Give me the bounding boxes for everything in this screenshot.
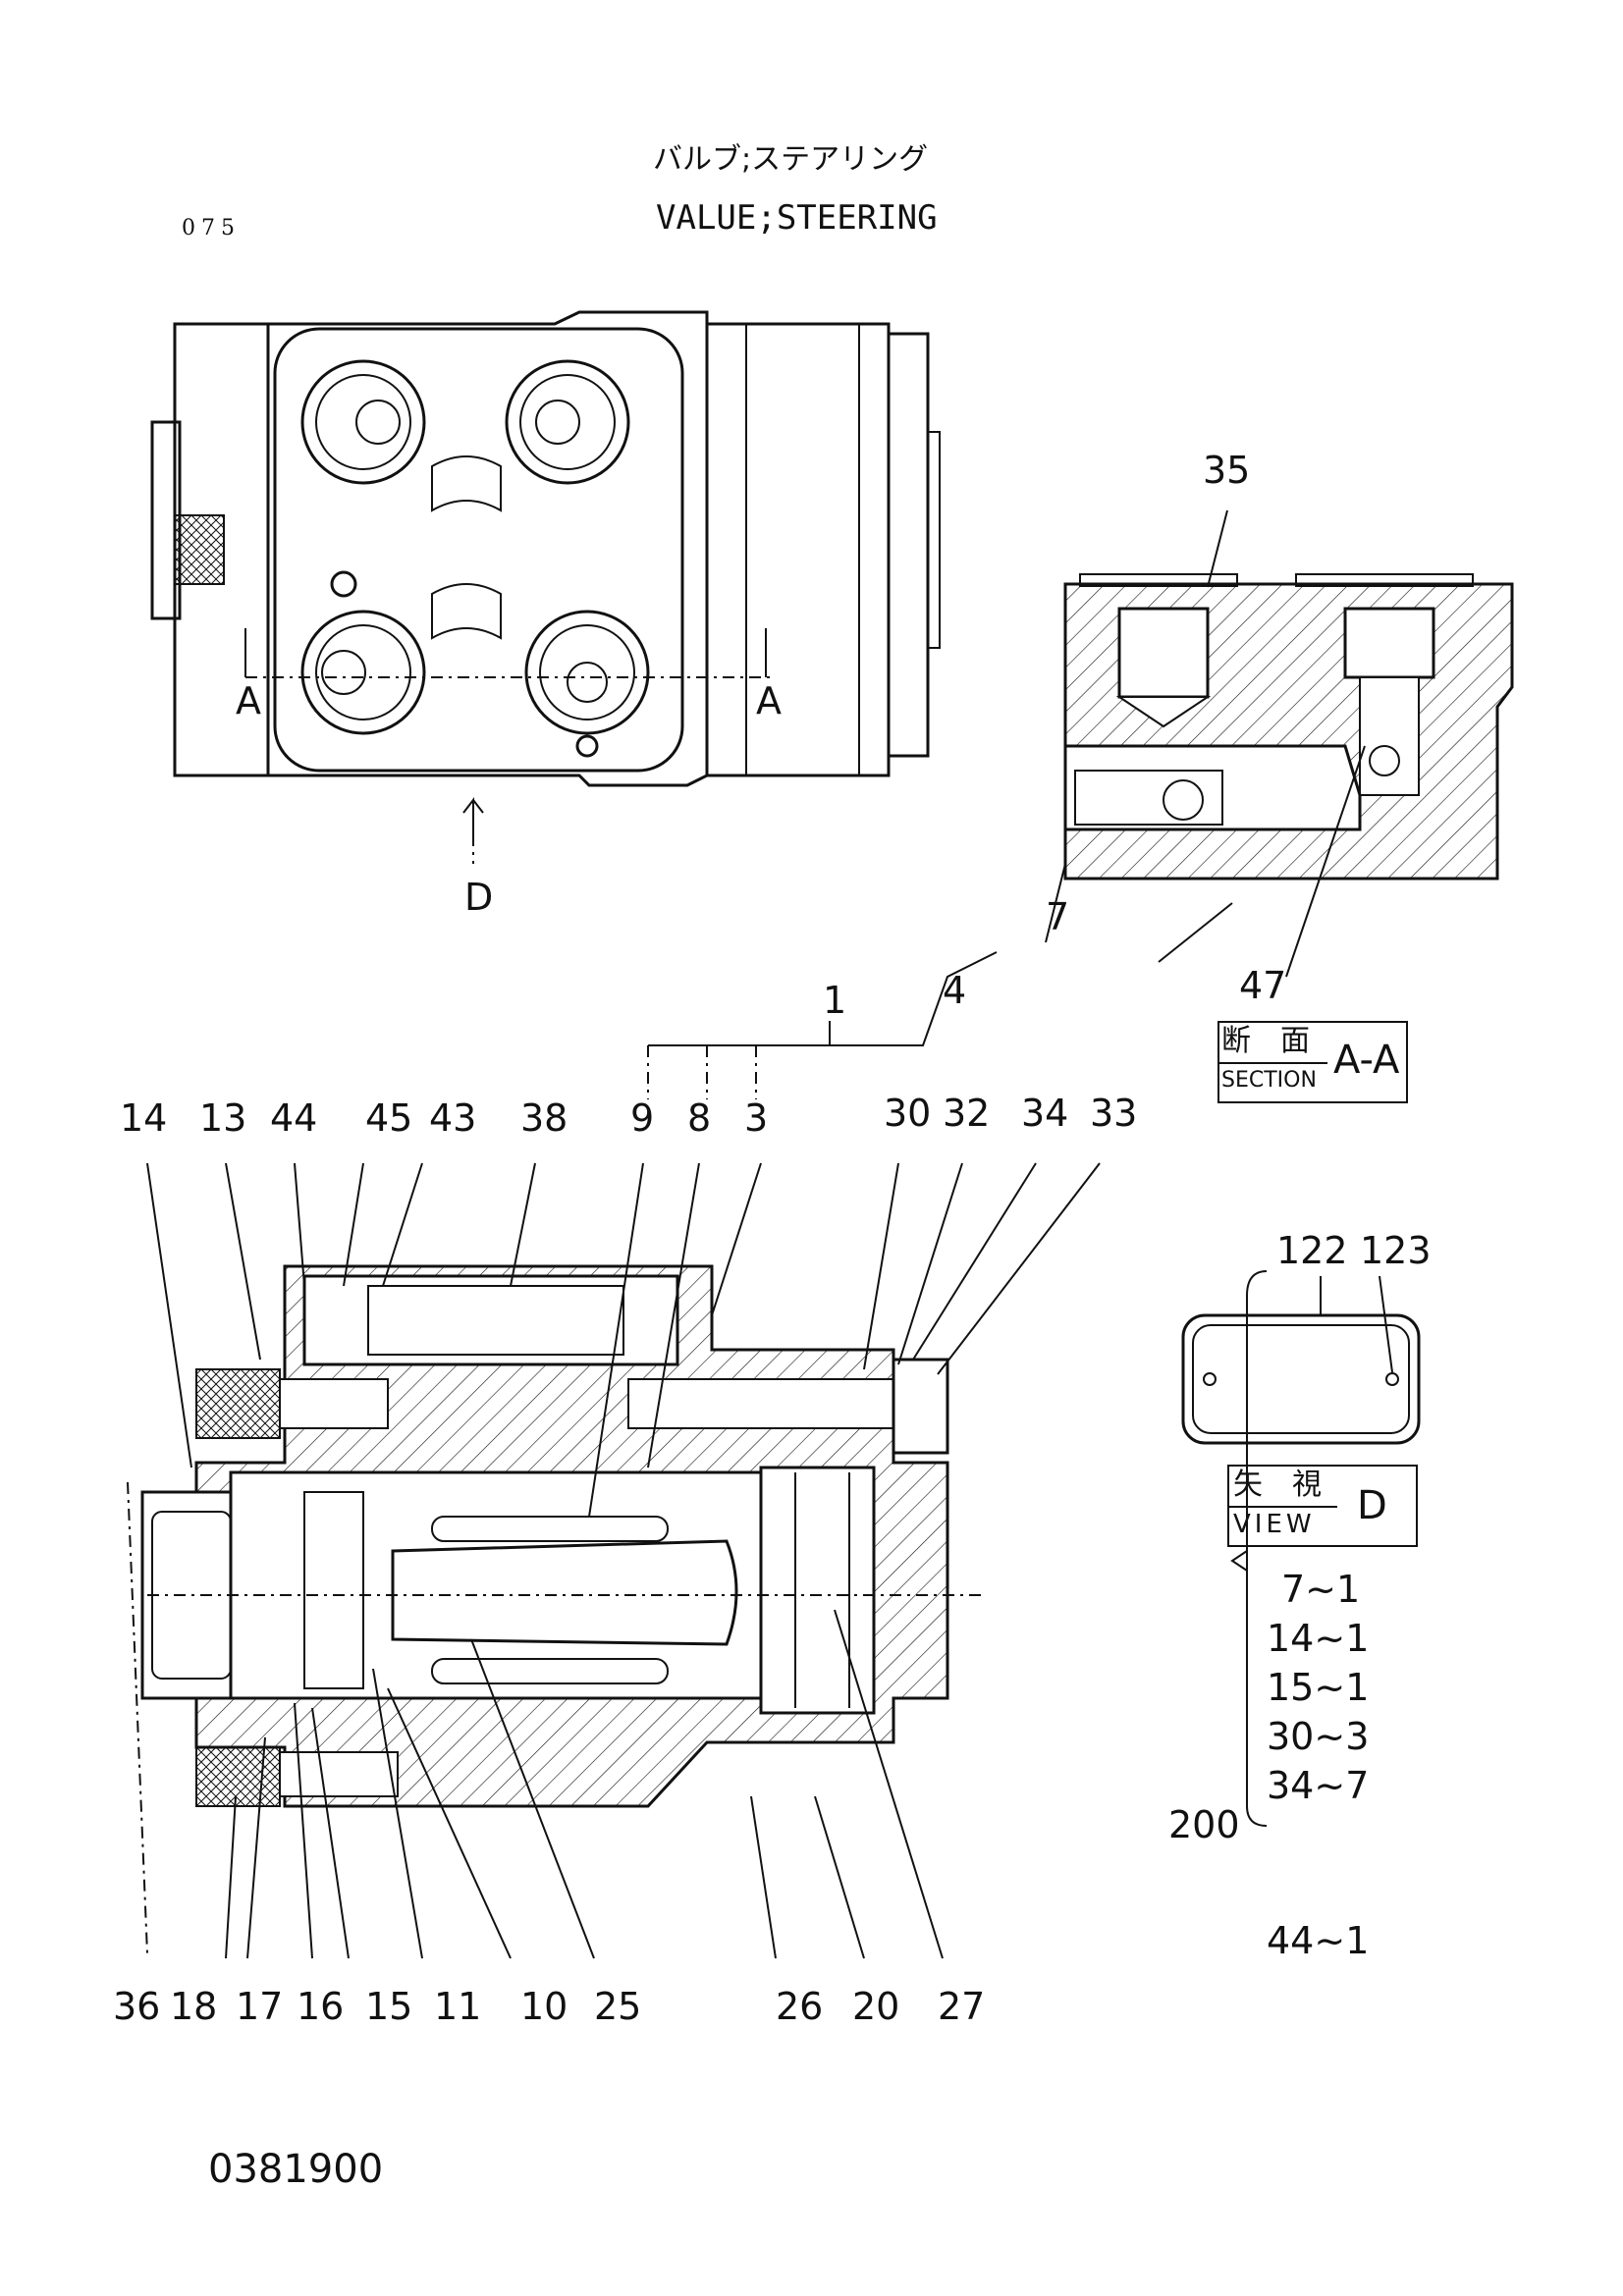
- callout-45: 45: [365, 1096, 413, 1140]
- view-label-en: VIEW: [1233, 1510, 1316, 1539]
- callout-25: 25: [594, 1985, 642, 2028]
- top-view: [150, 310, 941, 864]
- kit-number: 200: [1168, 1803, 1240, 1846]
- callout-123: 123: [1360, 1229, 1432, 1272]
- section-aa-view: [1045, 509, 1514, 978]
- callout-44: 44: [270, 1096, 318, 1140]
- callout-18: 18: [170, 1985, 218, 2028]
- callout-14: 14: [120, 1096, 168, 1140]
- callout-30: 30: [884, 1092, 932, 1135]
- title-english: VALUE;STEERING: [656, 198, 938, 238]
- callout-9: 9: [630, 1096, 655, 1140]
- drawing-number: 0381900: [208, 2147, 384, 2192]
- callout-11: 11: [434, 1985, 482, 2028]
- callout-43: 43: [429, 1096, 477, 1140]
- kit-item-6: 44~1: [1267, 1919, 1370, 1962]
- view-label-suffix: D: [1357, 1483, 1387, 1528]
- page-number: 075: [182, 216, 241, 240]
- group-leaders: [647, 951, 998, 1099]
- callout-15: 15: [365, 1985, 413, 2028]
- callout-26: 26: [776, 1985, 824, 2028]
- kit-item-5: 34~7: [1267, 1764, 1370, 1807]
- section-marker-right: A: [756, 679, 782, 722]
- view-arrow-label: D: [464, 876, 494, 919]
- section-marker-left: A: [236, 679, 261, 722]
- kit-item-1: 7~1: [1281, 1568, 1361, 1611]
- view-d-plate: [1181, 1275, 1421, 1445]
- callout-13: 13: [199, 1096, 247, 1140]
- callout-47: 47: [1239, 964, 1287, 1007]
- callout-17: 17: [236, 1985, 284, 2028]
- view-d-label: 矢 視 VIEW D: [1227, 1465, 1418, 1547]
- callout-20: 20: [852, 1985, 900, 2028]
- main-section-view: [127, 1162, 1101, 1959]
- section-label-jp: 断 面: [1221, 1024, 1310, 1058]
- callout-32: 32: [943, 1092, 991, 1135]
- title-japanese: バルブ;ステアリング: [653, 142, 929, 177]
- callout-38: 38: [520, 1096, 568, 1140]
- callout-4: 4: [943, 969, 967, 1012]
- callout-8: 8: [687, 1096, 712, 1140]
- callout-3: 3: [744, 1096, 769, 1140]
- callout-33: 33: [1090, 1092, 1138, 1135]
- view-label-jp: 矢 視: [1233, 1468, 1322, 1502]
- section-aa-label: 断 面 SECTION A-A: [1217, 1021, 1408, 1103]
- callout-10: 10: [520, 1985, 568, 2028]
- kit-item-2: 14~1: [1267, 1617, 1370, 1660]
- callout-1: 1: [823, 979, 847, 1022]
- callout-122: 122: [1276, 1229, 1348, 1272]
- callout-34: 34: [1021, 1092, 1069, 1135]
- callout-27: 27: [938, 1985, 986, 2028]
- section-label-suffix: A-A: [1333, 1038, 1400, 1083]
- kit-item-3: 15~1: [1267, 1666, 1370, 1709]
- section-label-en: SECTION: [1221, 1068, 1317, 1093]
- callout-35: 35: [1203, 449, 1251, 492]
- callout-16: 16: [297, 1985, 345, 2028]
- kit-item-4: 30~3: [1267, 1715, 1370, 1758]
- kit-brace: [1230, 1270, 1268, 1827]
- callout-36: 36: [113, 1985, 161, 2028]
- callout-7: 7: [1046, 895, 1070, 938]
